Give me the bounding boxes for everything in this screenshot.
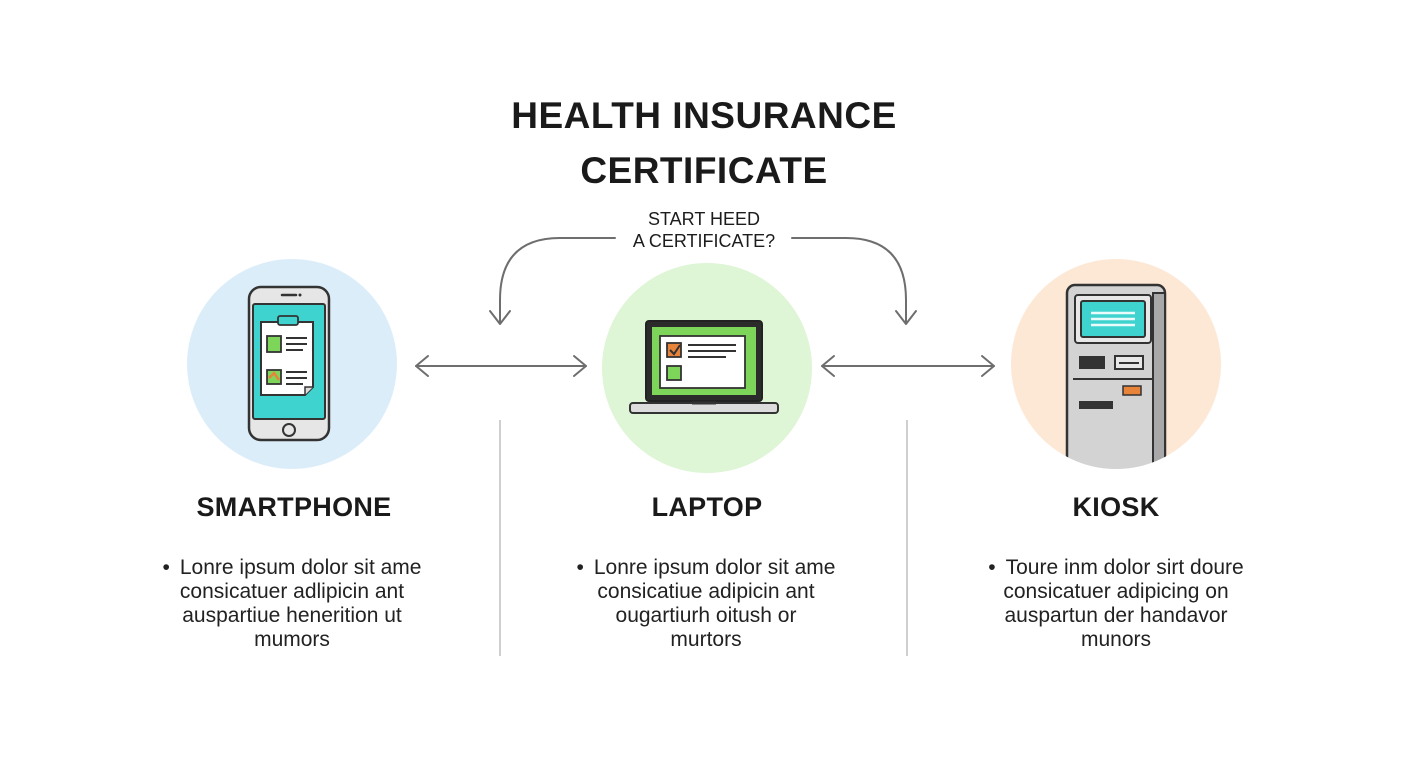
double-arrow-left-head-b — [573, 355, 587, 377]
title-line-1: HEALTH INSURANCE — [511, 95, 897, 136]
kiosk-desc-line-2: consicatuer adipicing on — [1003, 580, 1229, 603]
prompt-line-2: A CERTIFICATE? — [632, 231, 776, 251]
kiosk-label: KIOSK — [1072, 492, 1160, 522]
smartphone-icon — [247, 285, 331, 442]
laptop-desc-line-4: murtors — [670, 628, 742, 651]
kiosk-desc-line-4: munors — [1080, 628, 1152, 651]
smartphone-desc-line-1: Lonre ipsum dolor sit ame — [132, 556, 452, 580]
curved-arrow-left-head — [489, 310, 511, 325]
curved-arrow-left — [499, 237, 616, 323]
smartphone-label: SMARTPHONE — [196, 492, 392, 522]
double-arrow-right-head-a — [821, 355, 835, 377]
laptop-label: LAPTOP — [651, 492, 763, 522]
prompt-line-1: START HEED — [647, 209, 761, 229]
laptop-desc-line-1: Lonre ipsum dolor sit ame — [546, 556, 866, 580]
laptop-description: Lonre ipsum dolor sit ame consicatiue ad… — [546, 556, 866, 652]
kiosk-icon — [1065, 283, 1167, 469]
curved-arrow-right — [791, 237, 907, 323]
kiosk-desc-line-3: auspartun der handavor — [1004, 604, 1228, 627]
kiosk-desc-line-1: Toure inm dolor sirt doure — [956, 556, 1276, 580]
start-prompt: START HEED A CERTIFICATE? — [604, 208, 804, 252]
laptop-desc-line-3: ougartiurh oitush or — [615, 604, 797, 627]
title-line-2: CERTIFICATE — [580, 150, 828, 191]
smartphone-desc-line-3: auspartiue henerition ut — [182, 604, 402, 627]
kiosk-description: Toure inm dolor sirt doure consicatuer a… — [956, 556, 1276, 652]
smartphone-description: Lonre ipsum dolor sit ame consicatuer ad… — [132, 556, 452, 652]
double-arrow-left-head-a — [415, 355, 429, 377]
laptop-icon — [629, 320, 779, 414]
kiosk-node — [1011, 259, 1221, 469]
double-arrow-right-head-b — [981, 355, 995, 377]
smartphone-desc-line-4: mumors — [254, 628, 330, 651]
smartphone-desc-line-2: consicatuer adlipicin ant — [179, 580, 405, 603]
laptop-node — [602, 263, 812, 473]
laptop-desc-line-2: consicatiue adipicin ant — [597, 580, 815, 603]
curved-arrow-right-head — [895, 310, 917, 325]
diagram-title: HEALTH INSURANCE CERTIFICATE — [0, 88, 1408, 198]
smartphone-node — [187, 259, 397, 469]
